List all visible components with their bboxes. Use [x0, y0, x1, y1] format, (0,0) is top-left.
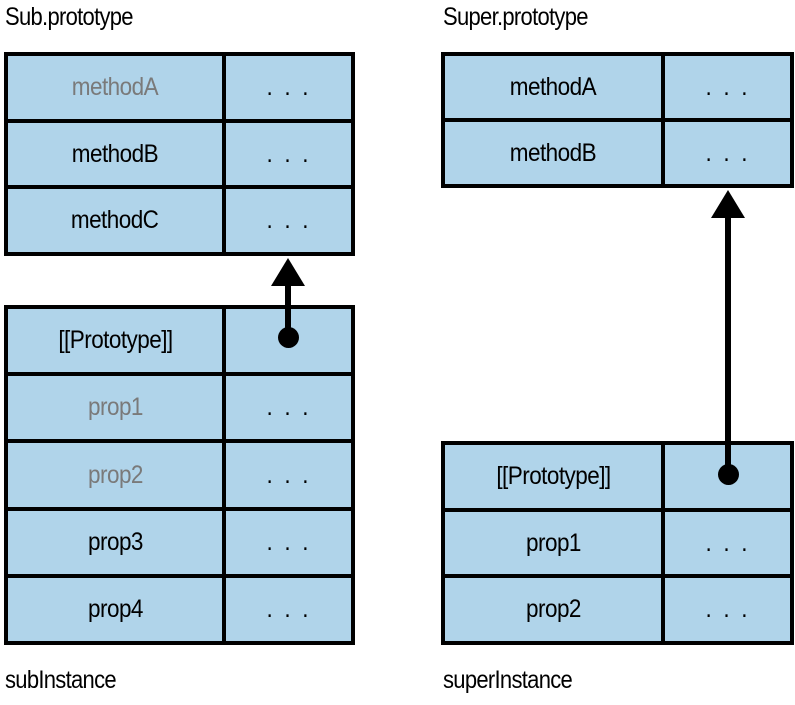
prototype-link-dot-right: [718, 464, 739, 485]
table-row: prop1 . . .: [445, 507, 790, 575]
prototype-link-line-left: [285, 283, 291, 329]
property-value-cell: . . .: [266, 393, 311, 422]
property-key-cell: methodB: [445, 122, 665, 184]
property-key-cell: prop3: [8, 510, 226, 574]
property-key-cell: prop4: [8, 577, 226, 642]
property-value-cell: . . .: [266, 206, 311, 235]
table-row: methodB . . .: [8, 118, 351, 186]
table-row: prop2 . . .: [445, 574, 790, 642]
property-value-cell: . . .: [705, 138, 750, 167]
prototype-link-arrowhead-left: [271, 258, 305, 286]
prototype-link-line-right: [725, 215, 731, 471]
table-row: prop1 . . .: [8, 372, 351, 440]
table-row: prop4 . . .: [8, 573, 351, 642]
property-key-cell: methodB: [8, 122, 226, 186]
table-row: methodA . . .: [8, 56, 351, 119]
super-prototype-table: methodA . . . methodB . . .: [441, 52, 794, 188]
super-prototype-caption: Super.prototype: [443, 3, 588, 31]
property-key-cell: methodC: [8, 189, 226, 253]
property-key-cell: [[Prototype]]: [8, 309, 226, 373]
table-row: methodB . . .: [445, 118, 790, 184]
property-key-cell: prop1: [8, 376, 226, 440]
property-value-cell: . . .: [705, 72, 750, 101]
table-row: prop2 . . .: [8, 439, 351, 507]
property-value-cell: . . .: [266, 139, 311, 168]
table-row: [[Prototype]]: [8, 309, 351, 373]
prototype-link-arrowhead-right: [711, 190, 745, 218]
prototype-link-dot-left: [278, 327, 299, 348]
table-row: prop3 . . .: [8, 506, 351, 574]
property-key-cell: prop1: [445, 511, 665, 575]
sub-prototype-caption: Sub.prototype: [5, 3, 134, 31]
property-value-cell: . . .: [266, 460, 311, 489]
property-key-cell: prop2: [8, 443, 226, 507]
table-row: methodC . . .: [8, 185, 351, 253]
property-key-cell: methodA: [8, 56, 226, 119]
property-value-cell: . . .: [705, 595, 750, 624]
table-row: [[Prototype]]: [445, 445, 790, 508]
sub-instance-label: subInstance: [5, 666, 117, 694]
property-key-cell: methodA: [445, 56, 665, 118]
table-row: methodA . . .: [445, 56, 790, 118]
super-instance-table: [[Prototype]] prop1 . . . prop2 . . .: [441, 441, 794, 645]
property-value-cell: . . .: [266, 594, 311, 623]
property-value-cell: . . .: [266, 527, 311, 556]
property-key-cell: [[Prototype]]: [445, 445, 665, 508]
sub-prototype-table: methodA . . . methodB . . . methodC . . …: [4, 52, 355, 256]
property-key-cell: prop2: [445, 578, 665, 642]
property-value-cell: . . .: [266, 72, 311, 101]
super-instance-label: superInstance: [443, 666, 573, 694]
sub-instance-table: [[Prototype]] prop1 . . . prop2 . . . pr…: [4, 305, 355, 645]
property-value-cell: . . .: [705, 528, 750, 557]
